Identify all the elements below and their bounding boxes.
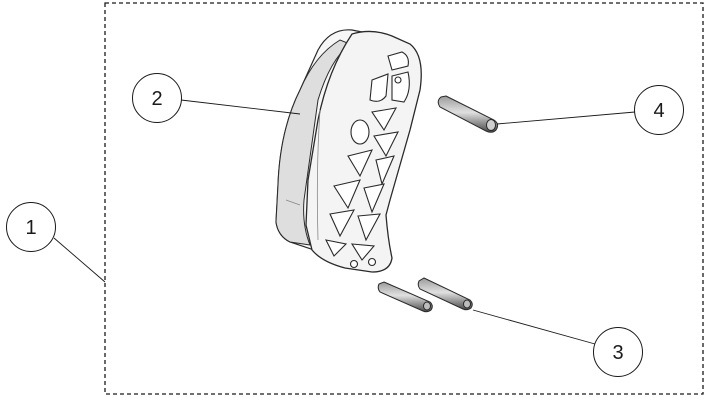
pin-upper [437,95,499,133]
pin-end [423,301,431,311]
bracket-hole [394,76,402,84]
assembly-boundary [104,2,704,395]
bracket-hole [367,257,377,267]
callout-2: 2 [132,73,182,123]
callout-1: 1 [6,202,56,252]
callout-label: 1 [25,217,36,239]
callout-label: 2 [151,88,162,110]
bracket-hole [349,259,359,269]
callout-4: 4 [634,85,684,135]
leader-line-3 [472,309,596,345]
bracket-lattice [325,51,410,261]
callout-3: 3 [593,327,643,377]
leader-line-4 [496,111,636,125]
pin-end [486,119,496,131]
bracket-side-face [275,39,351,246]
bracket-holes [349,76,402,269]
pin-end [463,299,471,309]
leader-lines [53,99,636,345]
callout-label: 3 [612,342,623,364]
leader-line-1 [53,237,106,283]
leader-line-2 [180,99,301,115]
bracket-part [275,29,422,273]
pin-lower-right [417,277,473,311]
pin-lower-left [377,281,433,313]
callout-label: 4 [653,100,664,122]
